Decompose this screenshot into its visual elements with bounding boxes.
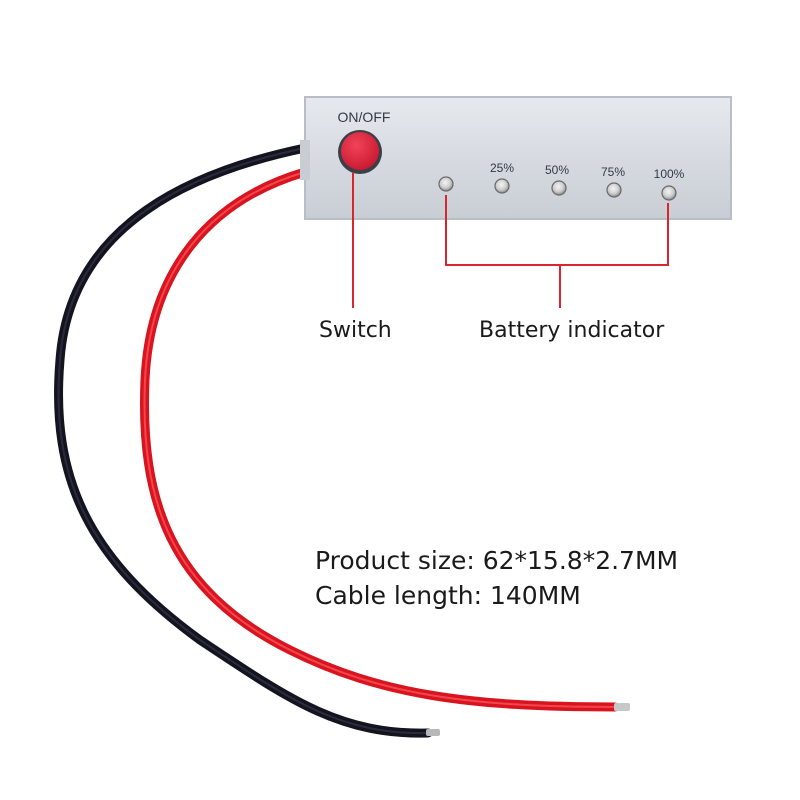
switch-callout-label: Switch xyxy=(319,318,392,343)
product-size-spec: Product size: 62*15.8*2.7MM xyxy=(315,546,679,575)
indicator-bracket-line xyxy=(445,195,669,266)
led-25 xyxy=(494,178,510,194)
onoff-label: ON/OFF xyxy=(338,109,391,125)
black-wire-tip xyxy=(426,729,440,736)
callout-lines xyxy=(352,172,669,308)
battery-indicator-callout-label: Battery indicator xyxy=(479,318,665,343)
switch-button[interactable] xyxy=(341,132,379,170)
cable-length-spec: Cable length: 140MM xyxy=(315,581,581,610)
led-75 xyxy=(606,182,622,198)
level-label-25: 25% xyxy=(490,161,514,175)
red-wire xyxy=(140,167,630,712)
level-label-50: 50% xyxy=(545,163,569,177)
led-0 xyxy=(438,176,454,192)
red-wire-tip xyxy=(614,703,630,711)
black-wire xyxy=(54,143,440,738)
led-50 xyxy=(551,180,567,196)
led-100 xyxy=(661,185,677,201)
indicator-board: ON/OFF 25% 50% 75% 100% xyxy=(300,96,732,220)
level-label-100: 100% xyxy=(654,167,685,181)
level-label-75: 75% xyxy=(601,165,625,179)
